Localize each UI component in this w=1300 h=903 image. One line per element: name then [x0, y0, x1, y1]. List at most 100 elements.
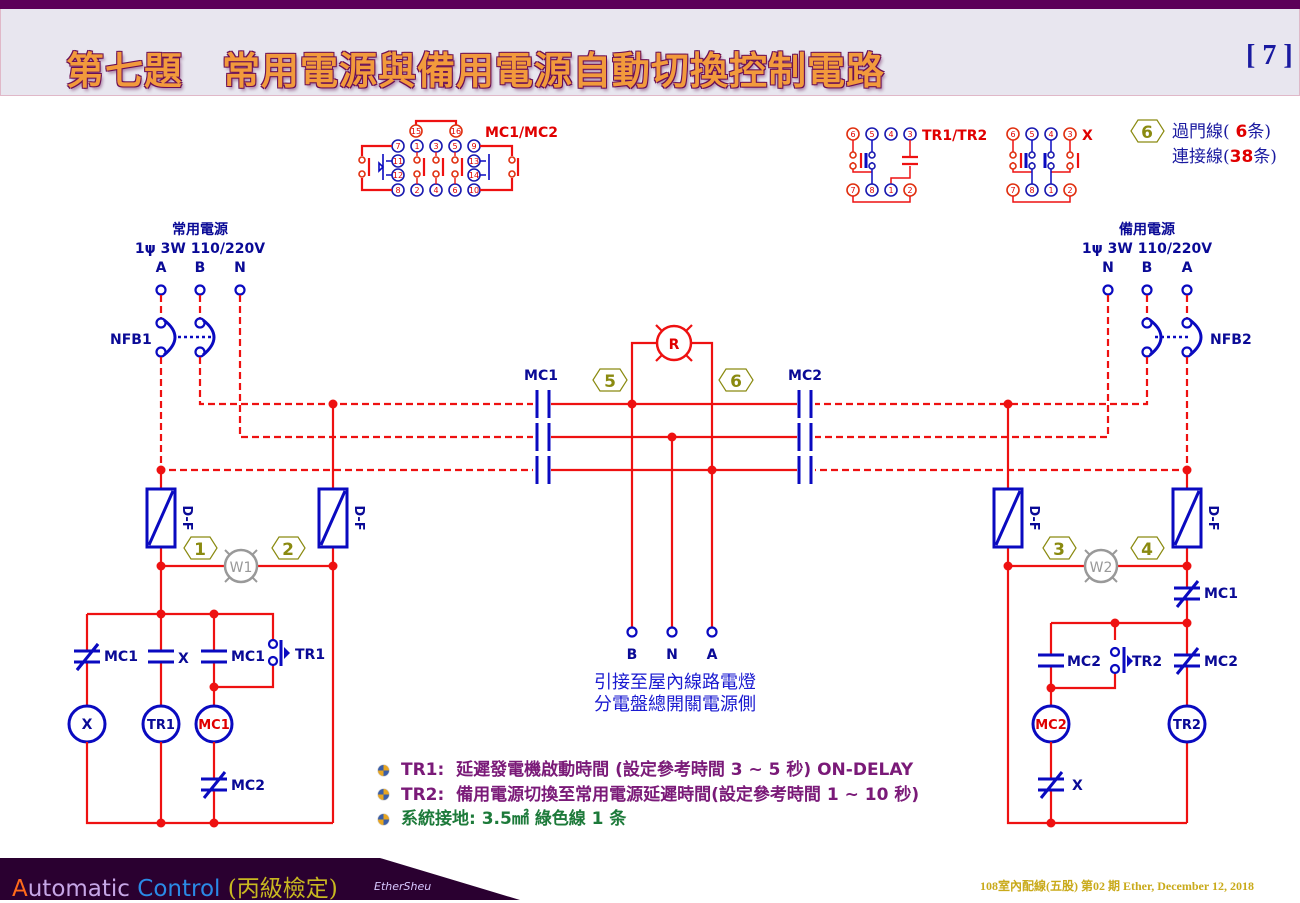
- normal-source-spec: 1ψ 3W 110/220V: [135, 241, 265, 257]
- svg-text:MC2: MC2: [1035, 718, 1067, 733]
- header: [0, 9, 1300, 96]
- svg-text:8: 8: [1029, 186, 1034, 195]
- svg-text:W1: W1: [230, 560, 253, 576]
- note-grounding: 系統接地: 3.5㎟ 綠色線 1 条: [378, 807, 919, 832]
- svg-text:B: B: [195, 260, 206, 276]
- svg-text:W2: W2: [1090, 560, 1113, 576]
- svg-text:4: 4: [888, 130, 893, 139]
- fuse-df-1: D-F: [145, 487, 194, 549]
- lamp-r: R: [655, 324, 693, 362]
- fuse-df-3: D-F: [992, 487, 1041, 549]
- tr-pin-diagram: 6 5 4 3 TR1/TR2 7 8 1 2: [846, 127, 987, 203]
- normal-source-title: 常用電源: [172, 221, 228, 238]
- svg-text:13: 13: [469, 157, 479, 166]
- left-control-circuit: D-F D-F W1 1 2 MC1 X MC1 TR1 X TR1 MC1: [67, 399, 366, 828]
- tr-pin-label: TR1/TR2: [922, 128, 987, 144]
- svg-text:MC1: MC1: [104, 649, 138, 665]
- output-terminals: B N A: [626, 626, 718, 663]
- svg-text:B: B: [627, 647, 638, 663]
- svg-text:3: 3: [433, 142, 438, 151]
- nfb2-label: NFB2: [1210, 332, 1252, 348]
- nfb1-label: NFB1: [110, 332, 152, 348]
- svg-text:5: 5: [452, 142, 457, 151]
- wire-count-legend: 過門線( 6条) 連接線(38条): [1172, 122, 1277, 167]
- svg-text:10: 10: [469, 186, 479, 195]
- svg-text:6: 6: [1141, 123, 1153, 143]
- svg-text:N: N: [234, 260, 246, 276]
- page-title: 第七題 常用電源與備用電源自動切換控制電路: [66, 48, 886, 93]
- terminal-b: [194, 284, 206, 296]
- svg-text:TR2: TR2: [1132, 654, 1162, 670]
- svg-text:6: 6: [850, 130, 855, 139]
- svg-text:MC1: MC1: [231, 649, 265, 665]
- coil-x: X: [67, 704, 107, 744]
- svg-text:3: 3: [1067, 130, 1072, 139]
- contact-mc2-no: MC2: [1036, 653, 1101, 670]
- svg-text:6: 6: [730, 372, 742, 392]
- hex-badge-5: 5: [592, 368, 628, 392]
- svg-text:11: 11: [393, 157, 403, 166]
- svg-text:X: X: [82, 717, 93, 733]
- svg-text:2: 2: [1067, 186, 1072, 195]
- standby-source-title: 備用電源: [1119, 221, 1175, 238]
- svg-text:7: 7: [395, 142, 400, 151]
- mc1-main-contacts: MC1: [524, 368, 558, 484]
- through-wire-count: 6: [1229, 122, 1248, 142]
- hex-badge-3: 3: [1042, 536, 1077, 560]
- svg-text:MC2: MC2: [1204, 654, 1238, 670]
- legend-badge: 6: [1130, 119, 1165, 143]
- svg-text:TR1: TR1: [147, 718, 175, 733]
- svg-text:9: 9: [471, 142, 476, 151]
- contact-mc1-nc: MC1: [72, 643, 138, 671]
- svg-text:MC1: MC1: [1204, 586, 1238, 602]
- coil-mc2: MC2: [1031, 704, 1071, 744]
- svg-text:X: X: [1072, 778, 1083, 794]
- svg-text:14: 14: [469, 171, 479, 180]
- svg-text:MC2: MC2: [1067, 654, 1101, 670]
- svg-text:A: A: [156, 260, 167, 276]
- svg-text:8: 8: [395, 186, 400, 195]
- coil-tr1: TR1: [141, 704, 181, 744]
- svg-text:D-F: D-F: [351, 505, 366, 530]
- fuse-df-4: D-F: [1171, 487, 1220, 549]
- contact-x-no: X: [146, 649, 189, 667]
- page-number: [ 7 ]: [1246, 40, 1293, 71]
- hex-badge-6: 6: [718, 368, 754, 392]
- svg-text:D-F: D-F: [1026, 505, 1041, 530]
- nfb1-breaker: [155, 295, 216, 358]
- svg-text:16: 16: [451, 127, 461, 136]
- svg-text:1: 1: [1048, 186, 1053, 195]
- svg-text:3: 3: [907, 130, 912, 139]
- hex-badge-2: 2: [271, 536, 306, 560]
- note-tr1: TR1: 延遲發電機啟動時間 (設定參考時間 3 ~ 5 秒) ON-DELAY: [378, 758, 919, 783]
- svg-text:4: 4: [1141, 540, 1153, 560]
- bullet-icon: [378, 813, 389, 825]
- footer-author: EtherSheu: [374, 880, 432, 893]
- hex-badge-4: 4: [1130, 536, 1165, 560]
- svg-text:1: 1: [194, 540, 206, 560]
- coil-mc1: MC1: [194, 704, 234, 744]
- svg-text:1: 1: [414, 142, 419, 151]
- footer-title: Automatic Control (丙級檢定): [12, 876, 338, 902]
- standby-source-spec: 1ψ 3W 110/220V: [1082, 241, 1212, 257]
- svg-text:B: B: [1142, 260, 1153, 276]
- bullet-icon: [378, 789, 389, 801]
- standby-source: 備用電源 1ψ 3W 110/220V N B A NFB2: [1082, 221, 1252, 348]
- mc2-main-contacts: MC2: [788, 368, 822, 484]
- svg-text:5: 5: [604, 372, 616, 392]
- svg-text:5: 5: [1029, 130, 1034, 139]
- svg-text:X: X: [178, 651, 189, 667]
- svg-text:TR2: TR2: [1173, 718, 1201, 733]
- svg-text:3: 3: [1053, 540, 1065, 560]
- normal-source: 常用電源 1ψ 3W 110/220V A B N NFB1: [110, 221, 265, 348]
- top-bar: [0, 0, 1300, 9]
- wattmeter-w2: W2: [1083, 548, 1119, 584]
- svg-text:2: 2: [414, 186, 419, 195]
- svg-text:6: 6: [452, 186, 457, 195]
- svg-text:D-F: D-F: [179, 505, 194, 530]
- right-control-circuit: D-F D-F W2 3 4 MC1 MC2 TR2 MC2 MC2 TR2 X: [992, 399, 1238, 828]
- svg-text:R: R: [669, 337, 680, 353]
- nfb2-breaker: [1141, 295, 1203, 358]
- terminal-n: [234, 284, 246, 296]
